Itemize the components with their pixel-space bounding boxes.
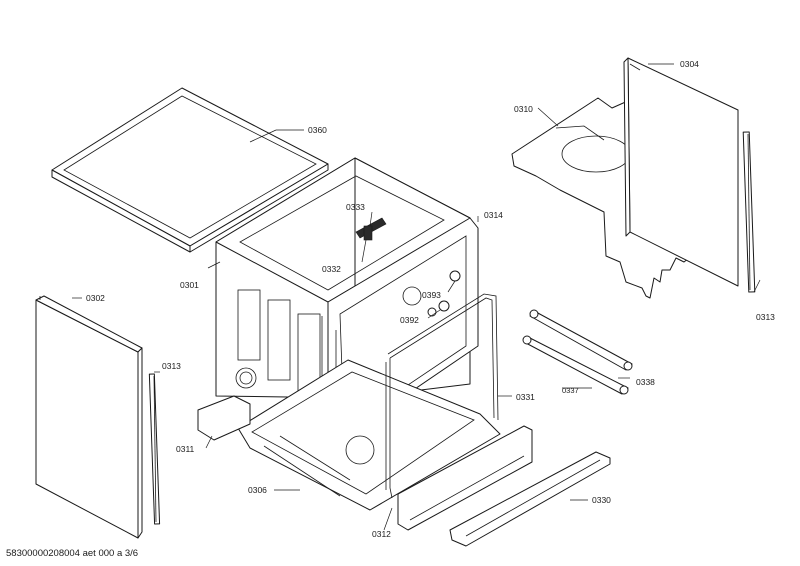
edge-strip-left[interactable]: [148, 373, 161, 525]
base-pan[interactable]: [237, 359, 501, 511]
callout-0312[interactable]: 0312: [372, 529, 391, 539]
callout-0333[interactable]: 0333: [346, 202, 365, 212]
rear-panel[interactable]: [623, 57, 739, 287]
callout-0337[interactable]: 0337: [562, 386, 579, 395]
top-cover-plate[interactable]: [51, 87, 329, 253]
callout-0306[interactable]: 0306: [248, 485, 267, 495]
callout-0313-right[interactable]: 0313: [756, 312, 775, 322]
callout-0301[interactable]: 0301: [180, 280, 199, 290]
door-seal[interactable]: [385, 293, 499, 499]
callout-0360[interactable]: 0360: [308, 125, 327, 135]
callout-0393[interactable]: 0393: [422, 290, 441, 300]
base-rail-left[interactable]: [197, 395, 251, 441]
callout-0331[interactable]: 0331: [516, 392, 535, 402]
callout-0304[interactable]: 0304: [680, 59, 699, 69]
leader-lines: [72, 63, 761, 531]
callout-0338[interactable]: 0338: [636, 377, 655, 387]
callout-0330[interactable]: 0330: [592, 495, 611, 505]
callout-0302[interactable]: 0302: [86, 293, 105, 303]
callout-0311[interactable]: 0311: [176, 444, 195, 454]
rail-lower[interactable]: [522, 335, 629, 395]
document-code: 58300000208004 aet 000 a 3/6: [6, 548, 138, 559]
side-panel-left[interactable]: [35, 295, 143, 539]
callout-0313-left[interactable]: 0313: [162, 361, 181, 371]
callout-0392[interactable]: 0392: [400, 315, 419, 325]
callout-0332[interactable]: 0332: [322, 264, 341, 274]
edge-strip-right[interactable]: [742, 131, 756, 293]
callout-0310[interactable]: 0310: [514, 104, 533, 114]
rail-upper[interactable]: [529, 309, 633, 371]
kick-panel[interactable]: [449, 451, 611, 547]
callout-0314[interactable]: 0314: [484, 210, 503, 220]
part-callouts: 0360 0333 0332 0314 0301 0393 0392 0310 …: [86, 59, 775, 539]
front-plinth[interactable]: [397, 425, 533, 531]
